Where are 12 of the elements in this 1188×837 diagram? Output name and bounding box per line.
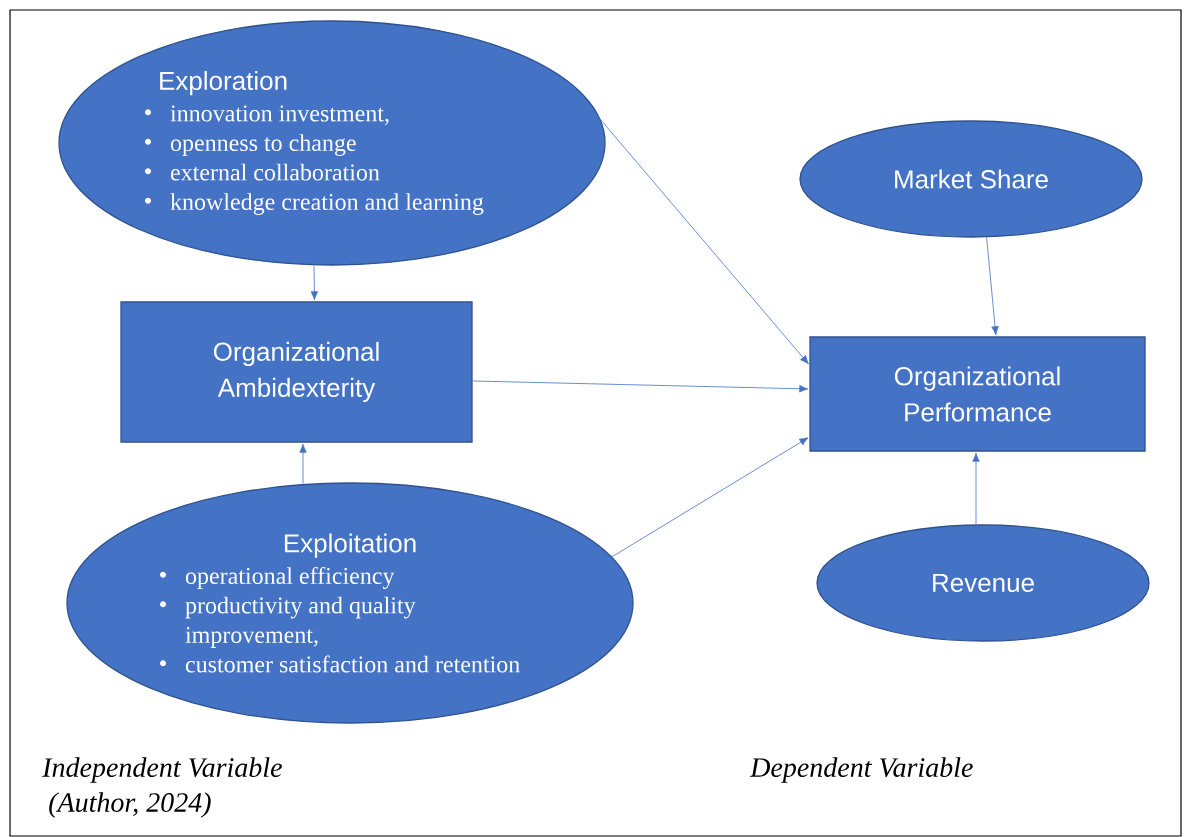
arrow (972, 452, 980, 525)
arrow (310, 265, 319, 301)
arrow (611, 437, 809, 558)
caption-text: Dependent Variable (749, 757, 973, 783)
arrow (986, 237, 999, 336)
variable-box: Organizational Ambidexterity (120, 301, 473, 443)
arrow (472, 380, 809, 393)
arrow (299, 443, 307, 484)
caption-text: Independent Variable (42, 757, 282, 783)
caption-text: (Author, 2024) (49, 792, 211, 818)
arrow (566, 79, 809, 365)
variable-box: Organizational Performance (809, 336, 1146, 452)
